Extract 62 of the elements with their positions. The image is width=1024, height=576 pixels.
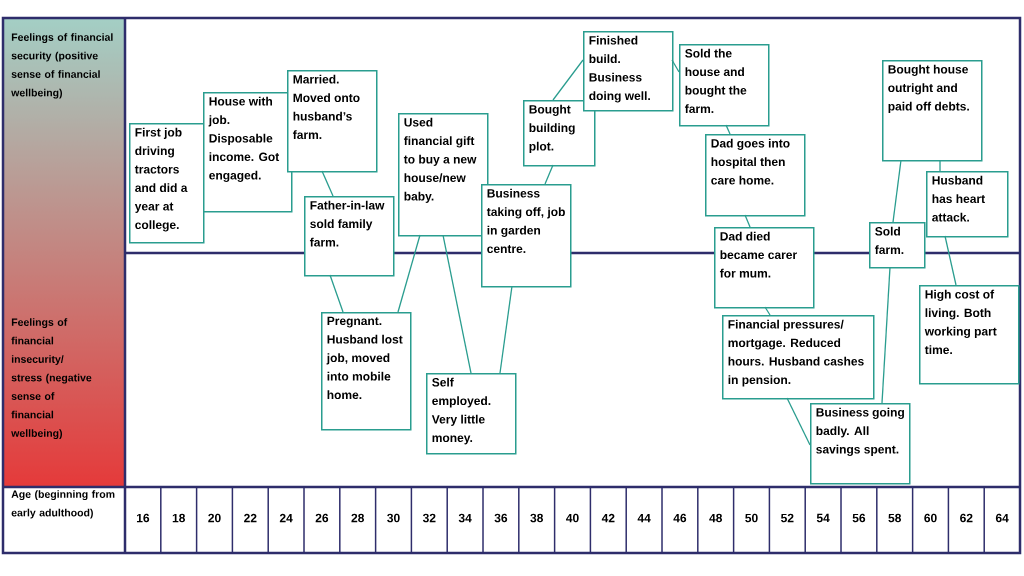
connector-line: [892, 159, 902, 223]
connector-line: [944, 235, 957, 286]
connector-line: [397, 234, 421, 313]
age-value: 34: [458, 513, 472, 523]
connector-line: [764, 306, 771, 316]
event-box: Pregnant. Husband lost job, moved into mobile home.: [321, 312, 412, 431]
age-value: 44: [637, 513, 651, 523]
event-box: Father-in-law sold family farm.: [304, 196, 395, 277]
age-value: 32: [422, 513, 436, 523]
row-heading: Age (beginning from early adulthood): [11, 490, 115, 519]
connector-line: [881, 266, 891, 404]
connector-line: [744, 214, 751, 228]
event-box: Husband has heart attack.: [926, 171, 1009, 238]
age-value: 58: [888, 513, 901, 523]
age-value: 40: [566, 513, 579, 523]
age-value: 42: [601, 513, 615, 523]
age-value: 24: [279, 513, 293, 523]
age-value: 60: [924, 513, 937, 523]
connector-line: [321, 170, 334, 197]
age-value: 20: [208, 513, 221, 523]
event-box: Bought building plot.: [523, 100, 596, 167]
row-heading: Feelings of financial security (positive sense of financial wellbeing): [11, 33, 113, 99]
connector-line: [329, 274, 344, 313]
age-value: 16: [137, 513, 150, 523]
age-value: 28: [351, 513, 364, 523]
event-box: Sold the house and bought the farm.: [679, 44, 770, 127]
event-box: Self employed. Very little money.: [426, 373, 517, 455]
age-value: 46: [673, 513, 687, 523]
connector-line: [786, 397, 811, 446]
event-box: Sold farm.: [869, 222, 926, 269]
age-value: 64: [995, 513, 1009, 523]
age-value: 52: [781, 513, 794, 523]
age-value: 48: [709, 513, 722, 523]
event-box: High cost of living. Both working part time.: [919, 285, 1020, 385]
age-value: 56: [852, 513, 866, 523]
event-box: Dad goes into hospital then care home.: [705, 134, 806, 217]
connector-line: [725, 124, 731, 135]
age-value: 30: [387, 513, 400, 523]
connector-line: [544, 164, 554, 185]
row-heading: Feelings of financial insecurity/ stress (negative sense of financial wellbeing): [11, 318, 92, 440]
connector-line: [442, 234, 472, 374]
age-value: 54: [816, 513, 830, 523]
event-box: House with job. Disposable income. Got engaged.: [203, 92, 293, 213]
connector-line: [671, 59, 680, 73]
event-box: Business going badly. All savings spent.: [810, 403, 911, 485]
connector-line: [552, 59, 584, 101]
event-box: Married. Moved onto husband’s farm.: [287, 70, 378, 173]
event-box: Finished build. Business doing well.: [583, 31, 674, 112]
event-box: Business taking off, job in garden centre.: [481, 184, 572, 288]
event-box: First job driving tractors and did a year at college.: [129, 123, 205, 244]
age-value: 18: [172, 513, 185, 523]
connector-line: [939, 159, 941, 172]
event-box: Dad died became carer for mum.: [714, 227, 815, 309]
connector-line: [499, 285, 513, 374]
event-box: Financial pressures/ mortgage. Reduced hours. Husband cashes in pension.: [722, 315, 875, 400]
age-value: 50: [745, 513, 758, 523]
age-value: 22: [244, 513, 257, 523]
age-value: 36: [494, 513, 508, 523]
age-value: 62: [960, 513, 973, 523]
age-value: 26: [315, 513, 329, 523]
event-box: Bought house outright and paid off debts.: [882, 60, 983, 162]
age-value: 38: [530, 513, 543, 523]
